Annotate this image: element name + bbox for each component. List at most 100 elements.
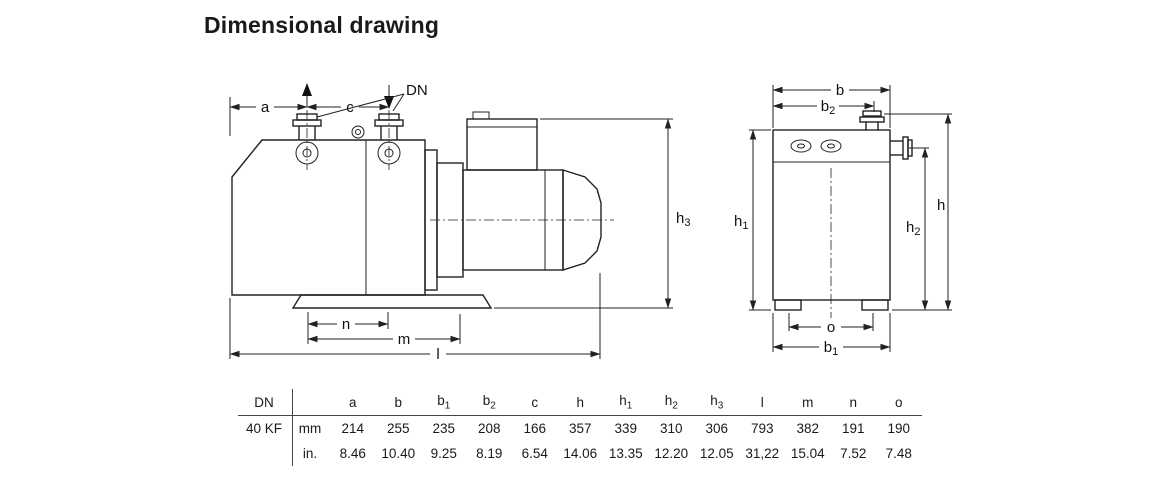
- dim-b2: b2: [772, 98, 875, 117]
- col-header-base: h: [576, 394, 584, 410]
- value-cell: 13.35: [608, 446, 643, 461]
- value-cell: 306: [705, 421, 729, 436]
- page-title: Dimensional drawing: [204, 12, 440, 38]
- down-arrow-icon: [384, 96, 394, 109]
- value-cell: 7.52: [840, 446, 867, 461]
- value-cell: 12.05: [699, 446, 734, 461]
- dim-h1: h1: [734, 129, 771, 311]
- side-view: DN a c h3 n: [229, 82, 690, 363]
- col-header-sub: 2: [672, 400, 678, 412]
- col-header-base: a: [348, 394, 357, 410]
- row-unit: in.: [302, 446, 318, 461]
- col-header: m: [785, 395, 831, 410]
- front-body: [772, 129, 891, 318]
- value-cell: 190: [887, 421, 911, 436]
- col-header: c: [512, 395, 558, 410]
- col-header-base: b: [437, 392, 445, 408]
- dim-label-h3: h3: [676, 210, 690, 229]
- col-header: b2: [467, 393, 513, 412]
- col-header-base: h: [619, 392, 627, 408]
- dim-label-b: b: [836, 82, 844, 99]
- dim-label-m: m: [398, 331, 411, 348]
- col-header: b: [376, 395, 422, 410]
- col-header-base: n: [849, 394, 857, 410]
- col-header-dn: DN: [254, 394, 274, 410]
- value-cell: 191: [841, 421, 865, 436]
- col-header: l: [740, 395, 786, 410]
- col-header: h3: [694, 393, 740, 412]
- value-cell: 214: [341, 421, 365, 436]
- value-cell: 357: [568, 421, 592, 436]
- dim-c: c: [306, 99, 390, 116]
- col-header: n: [831, 395, 877, 410]
- dim-label-h1: h1: [734, 213, 748, 232]
- pump-body: [231, 139, 493, 309]
- col-header-sub: 1: [626, 400, 633, 412]
- dim-a: a: [229, 97, 308, 136]
- row-dn: 40 KF: [245, 421, 283, 436]
- value-cell: 12.20: [654, 446, 689, 461]
- value-cell: 31,22: [745, 446, 780, 461]
- dim-label-h2: h2: [906, 219, 920, 238]
- dim-label-h: h: [937, 197, 945, 214]
- lifting-eye: [351, 125, 365, 139]
- dim-label-n: n: [342, 316, 350, 333]
- value-cell: 14.06: [563, 446, 598, 461]
- table-divider: [292, 389, 293, 466]
- value-cell: 6.54: [521, 446, 548, 461]
- row-unit: mm: [298, 421, 322, 436]
- value-cell: 255: [386, 421, 410, 436]
- motor: [424, 111, 614, 291]
- col-header-sub: 1: [444, 400, 451, 412]
- col-header-base: c: [531, 394, 539, 410]
- dim-h: h: [884, 113, 952, 311]
- dim-l: l: [229, 273, 601, 363]
- value-cell: 166: [523, 421, 547, 436]
- fan-cover: [562, 169, 602, 271]
- value-cell: 15.04: [790, 446, 825, 461]
- dim-label-l: l: [436, 346, 439, 363]
- dim-label-c: c: [346, 99, 354, 116]
- col-header: h: [558, 395, 604, 410]
- dim-h2: h2: [906, 147, 929, 311]
- foot-right: [861, 299, 889, 311]
- col-header-base: o: [894, 394, 903, 410]
- col-header-base: b: [482, 392, 491, 408]
- dim-n: n: [307, 312, 389, 344]
- dim-label-a: a: [261, 99, 270, 116]
- value-cell: 382: [796, 421, 820, 436]
- col-header: b1: [421, 393, 467, 412]
- port-2: [374, 110, 404, 170]
- value-cell: 208: [477, 421, 501, 436]
- value-cell: 8.19: [476, 446, 503, 461]
- value-cell: 310: [659, 421, 683, 436]
- dim-b1: b1: [772, 313, 891, 358]
- col-header: o: [876, 395, 922, 410]
- value-cell: 235: [432, 421, 456, 436]
- value-cell: 10.40: [381, 446, 416, 461]
- dim-h3: h3: [494, 118, 690, 309]
- front-top-flange: [859, 110, 885, 130]
- value-cell: 8.46: [339, 446, 366, 461]
- dim-m: m: [307, 314, 461, 348]
- value-cell: 9.25: [430, 446, 457, 461]
- dim-o: o: [788, 313, 874, 336]
- table-row: in. 8.46 10.40 9.25 8.19 6.54 14.06 13.35 12.20 1…: [238, 441, 922, 466]
- col-header-base: h: [664, 392, 673, 408]
- col-header-base: b: [394, 394, 402, 410]
- foot-left: [774, 299, 802, 311]
- value-cell: 339: [614, 421, 638, 436]
- value-cell: 7.48: [885, 446, 912, 461]
- col-header-sub: 2: [490, 400, 496, 412]
- pump-base: [291, 294, 493, 309]
- col-header: a: [330, 395, 376, 410]
- dim-label-o: o: [827, 319, 835, 336]
- col-header-base: m: [802, 394, 814, 410]
- front-view: b b2 h1 h2 h: [734, 82, 952, 358]
- col-header: h2: [649, 393, 695, 412]
- flow-arrows: DN: [302, 82, 428, 118]
